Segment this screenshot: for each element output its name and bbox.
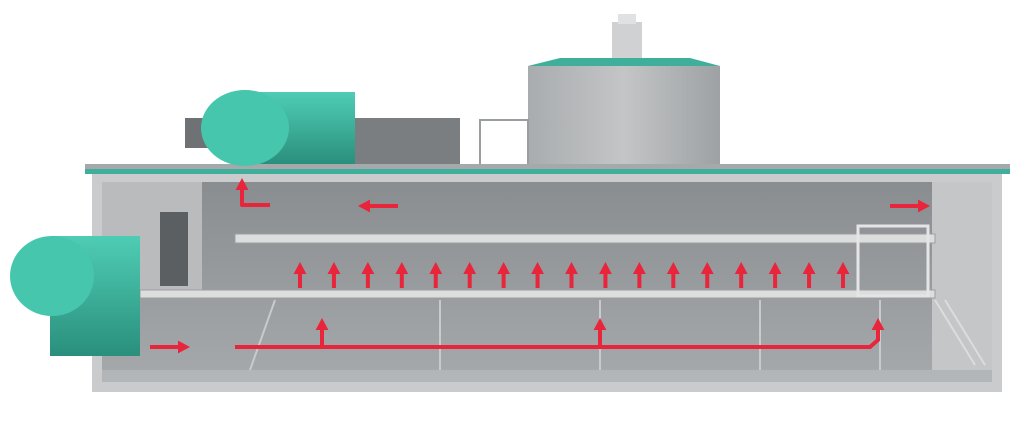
airflow-arrow-icon — [358, 199, 370, 213]
upflow-arrow — [666, 262, 680, 288]
stairs — [934, 299, 986, 366]
upflow-arrow — [429, 262, 443, 288]
upflow-arrow — [734, 262, 748, 288]
airflow-arrow-icon — [871, 318, 885, 330]
airflow-arrow-icon — [497, 262, 511, 274]
roof-edge — [85, 169, 1010, 174]
conveyor-frame — [856, 224, 930, 298]
duct-intake-arrow — [235, 178, 270, 207]
airflow-arrow-icon — [531, 262, 544, 274]
upflow-arrow — [802, 262, 816, 288]
airflow-arrow-icon — [666, 262, 680, 274]
supply-inlet-arrow — [150, 340, 190, 354]
airflow-arrow-icon — [429, 262, 443, 274]
airflow-arrow-icon — [734, 262, 748, 274]
airflow-arrow-icon — [361, 262, 375, 274]
airflow-arrow-icon — [599, 262, 612, 274]
fan-unit-icon — [10, 236, 140, 356]
upflow-arrow — [768, 262, 782, 288]
upflow-arrow — [463, 262, 477, 288]
roof — [85, 164, 1010, 170]
upflow-arrow — [632, 262, 646, 288]
upflow-arrow — [497, 262, 511, 288]
airflow-arrow-icon — [918, 199, 930, 213]
exhaust-arrow — [890, 199, 930, 213]
upflow-arrow — [565, 262, 578, 288]
upper-deck — [234, 233, 936, 244]
support-strut — [249, 299, 276, 371]
airflow-arrow-icon — [700, 262, 714, 274]
upflow-arrow — [700, 262, 714, 288]
airflow-arrow-icon — [235, 178, 249, 190]
lower-deck — [139, 289, 936, 299]
left-door — [160, 212, 188, 286]
upflow-arrow — [599, 262, 612, 288]
upflow-arrow — [531, 262, 544, 288]
airflow-arrow-icon — [463, 262, 477, 274]
supply-riser-arrow — [871, 318, 885, 340]
rooftop-tower — [479, 14, 720, 167]
return-air-arrow — [358, 199, 398, 213]
right-chamber — [932, 182, 992, 372]
airflow-arrow-icon — [565, 262, 578, 274]
airflow-arrow-icon — [632, 262, 646, 274]
ventilation-duct-icon — [201, 90, 355, 166]
airflow-arrow-icon — [293, 262, 307, 274]
upflow-arrow — [293, 262, 307, 288]
airflow-arrow-icon — [315, 318, 329, 330]
airflow-arrows — [150, 178, 930, 354]
upflow-arrow — [361, 262, 375, 288]
airflow-arrow-icon — [395, 262, 409, 274]
airflow-arrow-icon — [593, 318, 607, 330]
airflow-arrow-icon — [178, 340, 190, 354]
upflow-arrow — [836, 262, 850, 288]
airflow-arrow-icon — [836, 262, 850, 274]
upflow-arrow — [327, 262, 341, 288]
airflow-arrow-icon — [802, 262, 816, 274]
airflow-arrow-icon — [327, 262, 341, 274]
supply-riser-arrow — [593, 318, 607, 347]
upflow-arrow — [395, 262, 409, 288]
airflow-arrow-icon — [768, 262, 782, 274]
floor — [102, 370, 992, 382]
supply-riser-arrow — [315, 318, 329, 347]
